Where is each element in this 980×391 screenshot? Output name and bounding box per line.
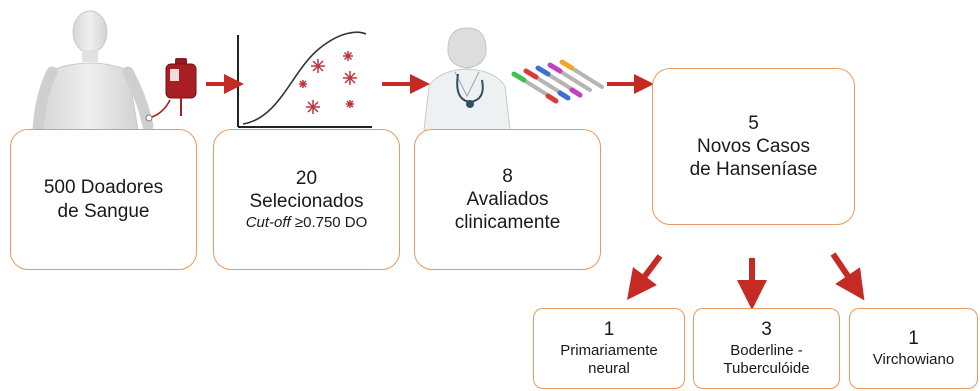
test-tubes-icon [511, 59, 604, 104]
neural-line-1: Primariamente [560, 341, 658, 359]
new-cases-line-1: Novos Casos [697, 135, 810, 157]
arrow-to-virchowiano [830, 252, 865, 301]
evaluated-line-1: Avaliados [466, 188, 549, 210]
outcome-box-virchowiano: 1 Virchowiano [849, 308, 978, 389]
branch-arrows [627, 252, 865, 310]
person-icon [32, 10, 171, 136]
neural-count: 1 [603, 318, 615, 340]
step-box-selected: 20 Selecionados Cut-off ≥0.750 DO [213, 129, 400, 270]
outcome-box-neural: 1 Primariamente neural [533, 308, 685, 389]
virchowiano-line-1: Virchowiano [872, 351, 955, 368]
cutoff-value: ≥0.750 DO [294, 213, 368, 231]
step-box-donors: 500 Doadores de Sangue [10, 129, 197, 270]
outcome-box-borderline: 3 Boderline - Tuberculóide [693, 308, 840, 389]
selected-label: Selecionados [249, 191, 364, 213]
new-cases-count: 5 [748, 112, 759, 134]
borderline-line-1: Boderline - [730, 341, 803, 359]
blood-bag-icon [165, 58, 197, 116]
cutoff-criteria: Cut-off ≥0.750 DO [246, 214, 368, 232]
new-cases-line-2: de Hanseníase [689, 159, 818, 181]
step-box-evaluated: 8 Avaliados clinicamente [414, 129, 601, 270]
arrow-to-neural [627, 254, 663, 300]
neural-line-2: neural [588, 360, 630, 378]
borderline-line-2: Tuberculóide [723, 360, 810, 378]
evaluated-count: 8 [502, 165, 513, 187]
doctor-icon [423, 27, 511, 131]
donors-line-1: 500 Doadores [43, 177, 164, 199]
virchowiano-count: 1 [908, 328, 919, 350]
cutoff-label: Cut-off [245, 213, 291, 231]
selected-count: 20 [295, 168, 318, 190]
step-box-new-cases: 5 Novos Casos de Hanseníase [652, 68, 855, 225]
cutoff-curve-icon [237, 31, 372, 128]
evaluated-line-2: clinicamente [454, 212, 561, 234]
donors-line-2: de Sangue [57, 200, 150, 222]
borderline-count: 3 [761, 318, 772, 340]
